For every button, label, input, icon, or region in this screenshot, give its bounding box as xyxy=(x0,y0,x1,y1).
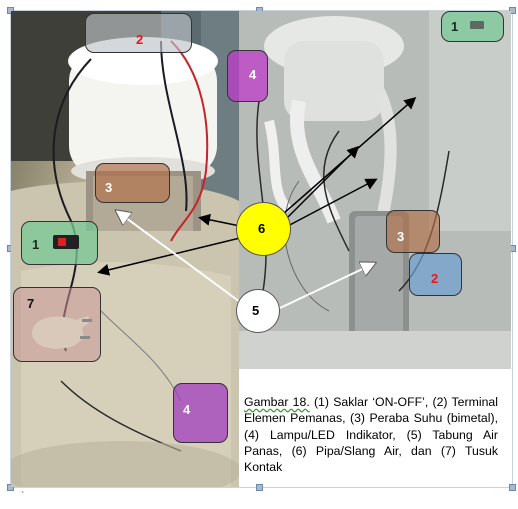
figure-caption: Gambar 18. (1) Saklar ‘ON-OFF’, (2) Term… xyxy=(244,394,498,475)
arrow-6-to-left-pipe xyxy=(198,213,241,227)
heater-photo-right-drawing xyxy=(239,11,511,369)
callout-box-right-2 xyxy=(409,253,462,296)
switch-body-icon xyxy=(470,21,484,29)
arrow-5-to-left-tank xyxy=(118,212,241,303)
callout-box-right-3 xyxy=(386,210,440,253)
power-plug-icon xyxy=(32,316,92,349)
heater-photo-right xyxy=(239,11,511,369)
callout-box-right-4 xyxy=(227,50,268,102)
callout-number-left-3: 3 xyxy=(105,180,113,195)
resize-handle-top-left[interactable] xyxy=(7,7,14,14)
callout-number-circle-5: 5 xyxy=(252,303,260,318)
arrow-6-to-left-hose xyxy=(97,237,241,276)
callout-box-left-4 xyxy=(173,383,228,443)
callout-number-left-4: 4 xyxy=(183,402,191,417)
resize-handle-top-right[interactable] xyxy=(509,7,516,14)
arrow-6-to-right-pipe-mid xyxy=(282,145,360,223)
callout-number-right-1: 1 xyxy=(451,19,459,34)
figure-caption-label: Gambar 18. xyxy=(244,395,310,409)
callout-number-left-7: 7 xyxy=(27,296,35,311)
arrow-5-to-right-tank xyxy=(279,264,373,309)
rocker-switch-icon xyxy=(53,235,79,249)
callout-box-left-2 xyxy=(85,13,192,53)
figure-caption-text: (1) Saklar ‘ON-OFF’, (2) Terminal Elemen… xyxy=(244,395,498,475)
callout-number-left-2: 2 xyxy=(136,32,144,47)
callout-circle-5 xyxy=(236,289,280,333)
resize-handle-bottom-right[interactable] xyxy=(509,484,516,491)
callout-number-right-3: 3 xyxy=(397,229,405,244)
resize-handle-bottom-center[interactable] xyxy=(256,484,263,491)
callout-box-left-3 xyxy=(95,163,170,203)
callout-circle-6 xyxy=(236,202,291,256)
callout-box-right-1 xyxy=(441,11,504,42)
footnote-mark: ` xyxy=(21,491,25,502)
callout-number-circle-6: 6 xyxy=(258,221,266,236)
resize-handle-bottom-left[interactable] xyxy=(7,484,14,491)
arrow-6-to-right-pipe-low xyxy=(283,178,378,229)
callout-number-right-4: 4 xyxy=(249,67,257,82)
callout-number-right-2: 2 xyxy=(431,271,439,286)
callout-number-left-1: 1 xyxy=(32,237,40,252)
